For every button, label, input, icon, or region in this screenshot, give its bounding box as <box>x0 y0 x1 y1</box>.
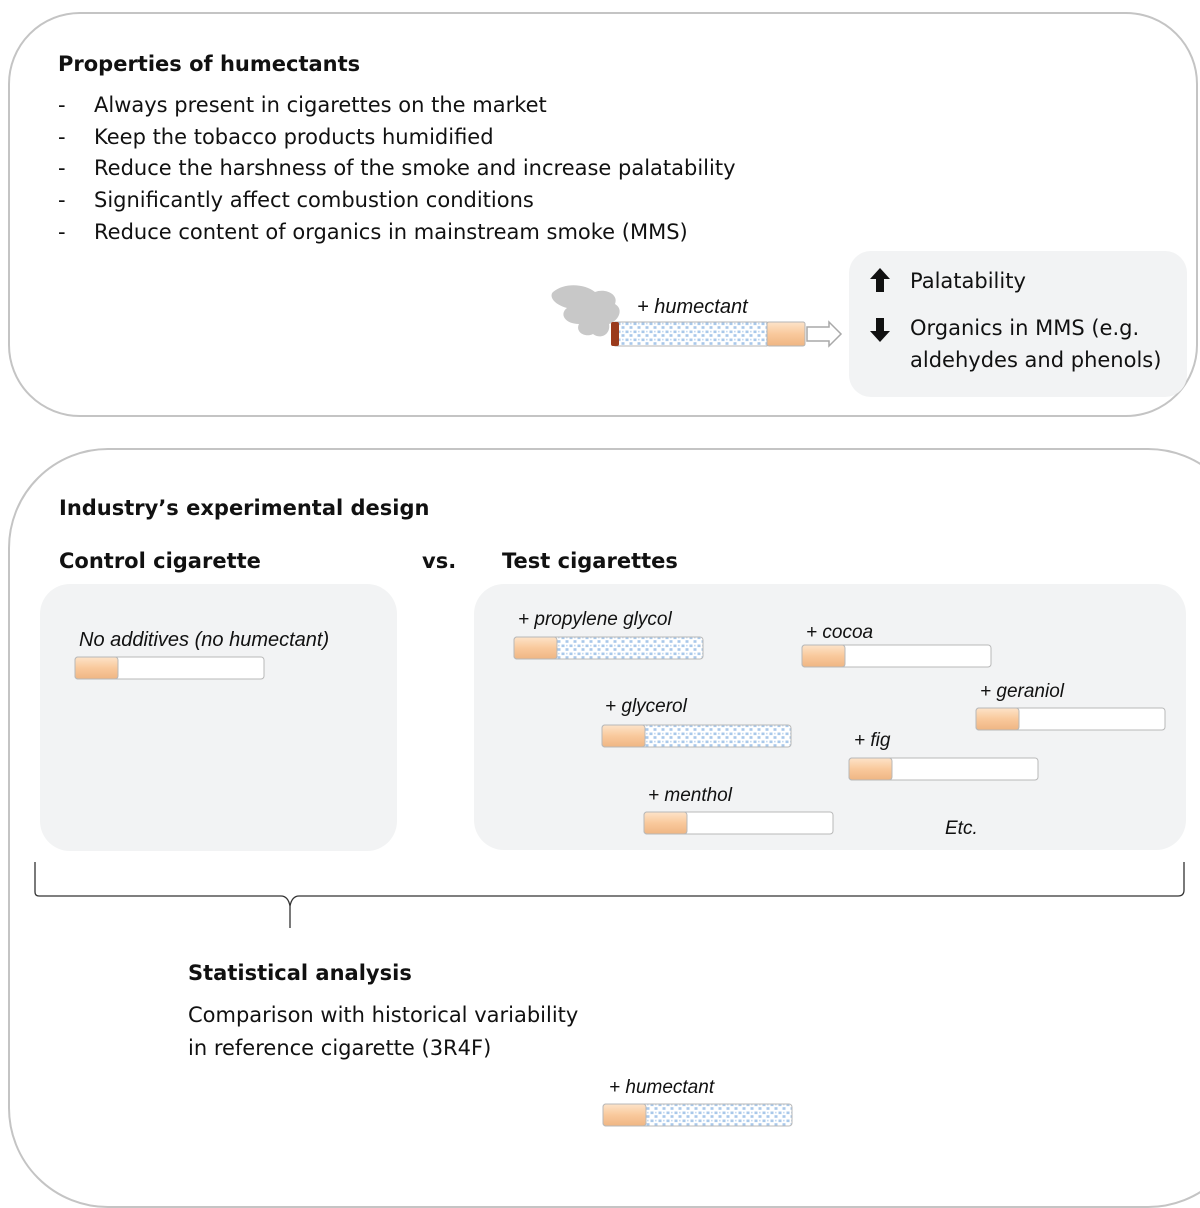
organics-label-line1: Organics in MMS (e.g. <box>910 316 1140 340</box>
properties-title: Properties of humectants <box>58 52 361 76</box>
list-item: Significantly affect combustion conditio… <box>58 185 736 217</box>
control-box <box>40 584 397 851</box>
etc-label: Etc. <box>945 818 978 839</box>
organics-label-line2: aldehydes and phenols) <box>910 348 1162 372</box>
burning-tip-icon <box>611 322 619 346</box>
list-item: Reduce the harshness of the smoke and in… <box>58 153 736 185</box>
control-heading: Control cigarette <box>59 549 261 573</box>
glycerol-label: + glycerol <box>605 696 687 717</box>
tobacco-rod <box>614 321 768 347</box>
menthol-label: + menthol <box>648 785 732 806</box>
properties-list: Always present in cigarettes on the mark… <box>58 90 736 248</box>
geraniol-label: + geraniol <box>980 681 1064 702</box>
fig-cigarette <box>848 757 1039 781</box>
arrow-up-icon <box>870 268 890 292</box>
stats-line2: in reference cigarette (3R4F) <box>188 1036 492 1060</box>
reference-cigarette <box>602 1103 793 1127</box>
cocoa-label: + cocoa <box>806 622 874 643</box>
list-item: Always present in cigarettes on the mark… <box>58 90 736 122</box>
smoke-icon <box>551 285 620 337</box>
grouping-brace <box>34 862 1185 928</box>
geraniol-cigarette <box>975 707 1166 731</box>
stats-title: Statistical analysis <box>188 961 412 985</box>
design-title: Industry’s experimental design <box>59 496 430 520</box>
burning-cigarette-illustration <box>551 285 843 348</box>
cocoa-cigarette <box>801 644 992 668</box>
reference-humectant-label: + humectant <box>609 1077 715 1098</box>
effects-box <box>849 251 1187 397</box>
control-cigarette <box>74 656 265 680</box>
filter-tip <box>766 321 806 347</box>
humectant-label: + humectant <box>637 296 748 318</box>
stats-line1: Comparison with historical variability <box>188 1003 579 1027</box>
vs-label: vs. <box>422 549 457 573</box>
fig-label: + fig <box>854 730 891 751</box>
list-item: Keep the tobacco products humidified <box>58 122 736 154</box>
palatability-label: Palatability <box>910 269 1026 293</box>
test-heading: Test cigarettes <box>502 549 678 573</box>
propylene-glycol-label: + propylene glycol <box>518 609 672 630</box>
glycerol-cigarette <box>601 724 792 748</box>
arrow-down-icon <box>870 318 890 342</box>
control-label: No additives (no humectant) <box>79 629 330 651</box>
arrow-right-icon <box>806 320 843 348</box>
propylene-glycol-cigarette <box>513 636 704 660</box>
list-item: Reduce content of organics in mainstream… <box>58 217 736 249</box>
menthol-cigarette <box>643 811 834 835</box>
